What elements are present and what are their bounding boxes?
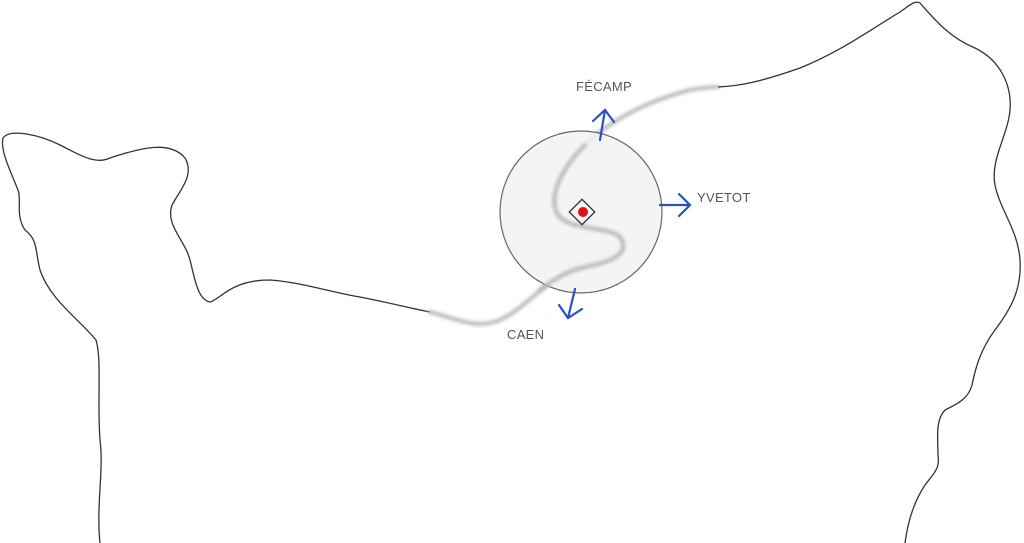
destination-label-yvetot[interactable]: YVETOT bbox=[697, 190, 751, 205]
coastline-left bbox=[1, 132, 431, 543]
arrow-south-icon[interactable] bbox=[557, 287, 584, 320]
current-location-marker bbox=[568, 198, 596, 226]
arrow-north-icon[interactable] bbox=[591, 108, 616, 142]
road-in-zone bbox=[538, 143, 626, 292]
destination-label-fecamp[interactable]: FÉCAMP bbox=[576, 79, 632, 94]
coastline-right bbox=[717, 1, 1021, 543]
arrow-east-icon[interactable] bbox=[658, 192, 692, 218]
destination-label-caen[interactable]: CAEN bbox=[507, 327, 545, 342]
